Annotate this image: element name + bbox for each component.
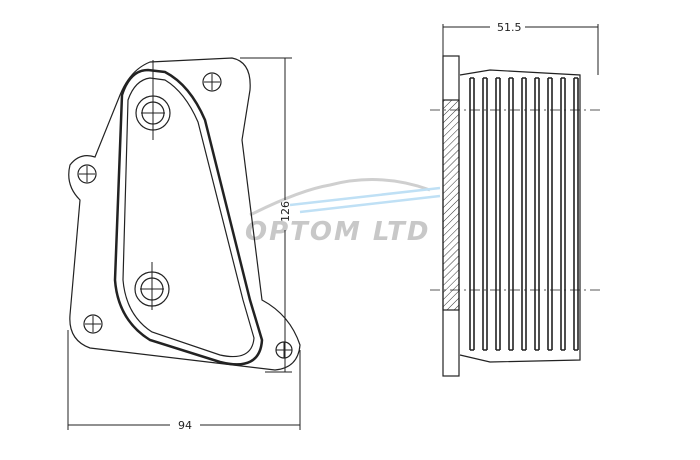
height-dimension: 126 <box>279 201 292 222</box>
dimension-lines <box>67 24 599 430</box>
width-dimension: 94 <box>178 419 192 432</box>
side-view <box>430 55 600 377</box>
watermark-text: OPTOM LTD <box>245 217 431 247</box>
watermark: OPTOM LTD <box>245 178 441 247</box>
front-view <box>68 57 301 371</box>
depth-dimension: 51.5 <box>497 21 522 34</box>
